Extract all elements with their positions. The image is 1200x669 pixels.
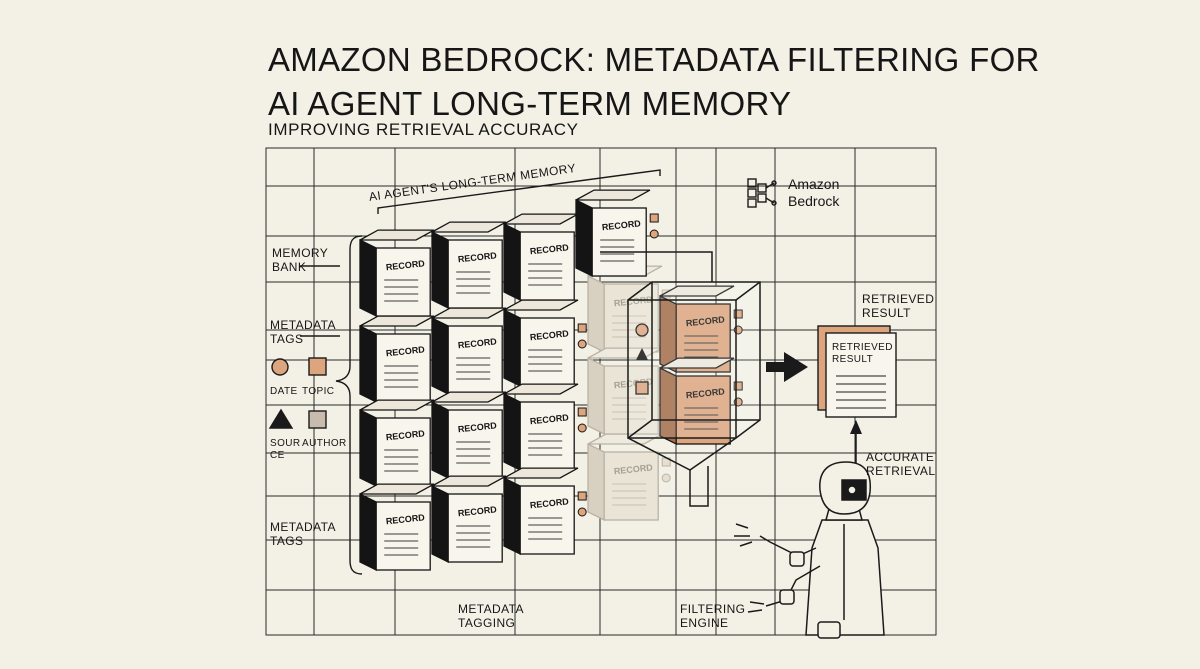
metadata-tags-label-top: METADATA TAGS xyxy=(270,318,336,346)
metadata-tagging-label: METADATA TAGGING xyxy=(458,602,524,630)
legend-topic-label: TOPIC xyxy=(302,386,335,397)
date-tag-icon xyxy=(577,507,587,517)
date-tag-icon xyxy=(577,339,587,349)
filtering-engine-label: FILTERING ENGINE xyxy=(680,602,746,630)
record-block: RECORD xyxy=(359,399,443,488)
record-block: RECORD xyxy=(431,475,515,564)
legend-author-label: AUTHOR xyxy=(302,438,347,449)
record-label: RECORD xyxy=(529,328,569,342)
topic-tag-icon xyxy=(733,381,743,391)
arrow-to-result xyxy=(766,352,808,382)
retrieved-result-docs xyxy=(817,325,897,418)
record-label: RECORD xyxy=(385,512,425,526)
record-label: RECORD xyxy=(457,250,497,264)
record-block: RECORD xyxy=(503,383,587,472)
record-label: RECORD xyxy=(601,218,641,232)
record-block: RECORD xyxy=(503,299,587,388)
record-label: RECORD xyxy=(613,462,653,476)
accurate-retrieval-label: ACCURATE RETRIEVAL xyxy=(866,450,936,478)
date-tag-icon xyxy=(661,473,671,483)
record-label: RECORD xyxy=(685,314,725,328)
faded-record-block: RECORD xyxy=(587,433,671,522)
record-label: RECORD xyxy=(457,336,497,350)
filtered-record-block: RECORD xyxy=(659,357,743,446)
retrieved-result-outer-label: RETRIEVED RESULT xyxy=(862,292,935,320)
robot-illustration xyxy=(734,461,885,639)
record-block: RECORD xyxy=(431,307,515,396)
legend-date-label: DATE xyxy=(270,386,298,397)
brand-name: Amazon Bedrock xyxy=(788,176,840,209)
record-label: RECORD xyxy=(385,258,425,272)
record-block: RECORD xyxy=(359,229,443,318)
date-tag-icon xyxy=(577,423,587,433)
record-label: RECORD xyxy=(529,496,569,510)
record-label: RECORD xyxy=(385,344,425,358)
record-label: RECORD xyxy=(457,420,497,434)
topic-tag-icon xyxy=(649,213,659,223)
record-label: RECORD xyxy=(385,428,425,442)
record-block: RECORD xyxy=(503,213,587,302)
filtered-record-block: RECORD xyxy=(659,285,743,374)
record-label: RECORD xyxy=(457,504,497,518)
brand: Amazon Bedrock xyxy=(744,176,839,210)
topic-tag-icon xyxy=(733,309,743,319)
record-label: RECORD xyxy=(613,294,653,308)
record-block: RECORD xyxy=(431,221,515,310)
topic-tag-icon xyxy=(577,323,587,333)
topic-tag-icon xyxy=(577,491,587,501)
page-title: AMAZON BEDROCK: METADATA FILTERING FOR A… xyxy=(268,41,1040,122)
legend-shapes xyxy=(268,357,327,429)
records-layer: RECORD RECORD RECORD RECORD RECORD RECORD RECO… xyxy=(359,189,743,572)
record-label: RECORD xyxy=(685,386,725,400)
record-label: RECORD xyxy=(529,412,569,426)
bedrock-logo-icon xyxy=(747,178,777,208)
record-block: RECORD xyxy=(575,189,659,278)
date-tag-icon xyxy=(635,323,649,337)
metadata-tags-label-bottom: METADATA TAGS xyxy=(270,520,336,548)
retrieved-result-inner-label: RETRIEVED RESULT xyxy=(832,342,893,365)
topic-tag-icon xyxy=(577,407,587,417)
date-tag-icon xyxy=(649,229,659,239)
record-label: RECORD xyxy=(529,242,569,256)
record-block: RECORD xyxy=(503,467,587,556)
page-subtitle: IMPROVING RETRIEVAL ACCURACY xyxy=(268,120,579,139)
filtering-funnel xyxy=(600,251,761,507)
record-block: RECORD xyxy=(359,483,443,572)
topic-tag-icon xyxy=(635,381,649,395)
memory-bracket xyxy=(300,169,661,575)
record-block: RECORD xyxy=(431,391,515,480)
record-block: RECORD xyxy=(359,315,443,404)
memory-bank-label: MEMORY BANK xyxy=(272,246,329,274)
source-tag-icon xyxy=(636,348,648,360)
legend-source-label: SOUR CE xyxy=(270,438,301,461)
